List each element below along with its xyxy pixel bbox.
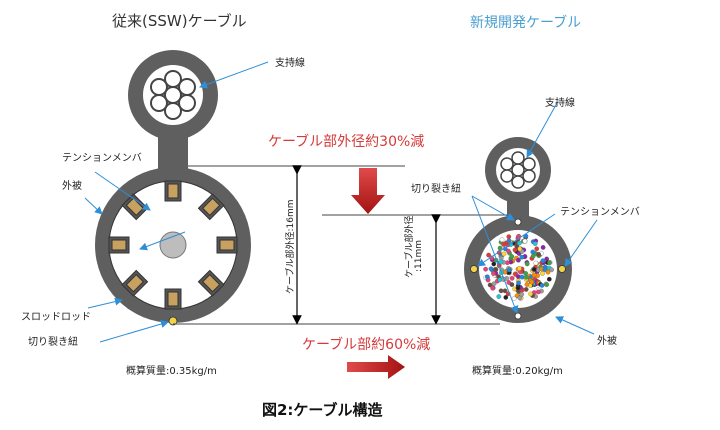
optical-fiber [509,275,515,281]
optical-fiber [487,282,493,288]
optical-fiber [517,266,522,271]
optical-fiber [530,253,536,259]
old-rip-cord [168,316,178,326]
optical-fiber [540,245,546,250]
optical-fiber [549,267,554,273]
optical-fiber [540,271,545,276]
old-mass-label: 概算質量:0.35kg/m [126,366,217,377]
optical-fiber [536,251,541,257]
optical-fiber [491,271,496,276]
optical-fiber [530,249,536,255]
optical-fiber [511,296,517,301]
old-rip-cord-label: 切り裂き紐 [28,337,78,348]
optical-fiber [493,267,498,272]
optical-fiber [506,248,511,254]
optical-fiber [484,274,490,280]
new-rip-cord-bottom [514,312,522,320]
optical-fiber [523,274,529,280]
old-slot-rod-label: スロッドロッド [21,312,91,323]
old-support-wire-label: 支持線 [275,58,305,69]
optical-fiber [516,257,521,263]
new-sheath-label: 外被 [597,336,617,347]
optical-fiber [509,254,515,259]
old-cable [95,50,251,326]
old-sheath-label: 外被 [62,181,82,192]
old-tension-member-label: テンションメンバ [62,153,142,164]
optical-fiber [517,246,523,252]
optical-fiber [512,271,518,277]
new-rip-cord-label: 切り裂き紐 [411,184,461,195]
optical-fiber [529,279,535,285]
optical-fiber [496,294,502,299]
optical-fiber [488,266,494,272]
optical-fiber [536,289,541,295]
optical-fiber [498,259,504,265]
optical-fiber [531,272,537,278]
optical-fiber [531,267,537,272]
optical-fiber [528,291,533,297]
weight-reduction-text: ケーブル部約60%減 [302,337,431,353]
new-tension-member-left [470,265,478,273]
optical-fiber [544,282,550,288]
optical-fiber [542,267,548,272]
optical-fiber [498,288,504,294]
new-support-wire-strands [500,151,536,189]
diameter-reduction-text: ケーブル部外径約30%減 [268,134,425,150]
optical-fiber [532,241,538,247]
red-down-arrow [351,168,385,214]
new-rip-cord-top [514,218,522,226]
optical-fiber [501,242,506,247]
new-mass-label: 概算質量:0.20kg/m [472,366,563,377]
optical-fiber [519,254,525,260]
optical-fiber [509,282,515,287]
optical-fiber [499,237,505,243]
optical-fiber [524,282,530,287]
old-pointer-lines [84,61,269,343]
new-diameter-label-line2: :11mm [414,239,424,272]
new-tension-member-right [558,265,566,273]
optical-fiber [491,261,497,267]
old-tension-member [159,231,187,259]
optical-fiber [539,283,545,288]
optical-fiber [486,252,491,258]
old-cable-title: 従来(SSW)ケーブル [112,12,247,30]
optical-fiber [517,240,522,246]
optical-fiber [506,234,512,240]
optical-fiber [519,274,525,280]
new-cable [464,137,572,323]
new-tension-member-label: テンションメンバ [560,207,640,218]
optical-fiber [547,260,552,265]
optical-fiber [519,291,525,297]
new-support-wire-label: 支持線 [545,98,575,109]
optical-fiber [503,295,509,300]
optical-fiber [490,285,496,291]
optical-fiber [540,258,546,264]
optical-fiber [506,238,512,244]
red-right-arrow [347,355,405,379]
figure-caption: 図2:ケーブル構造 [262,401,383,419]
new-pointer-lines [471,102,598,335]
optical-fiber [483,266,488,272]
optical-fiber [512,247,518,253]
optical-fiber [497,245,503,251]
optical-fiber [501,251,507,257]
old-diameter-label: ケーブル部外径:16mm [286,199,296,294]
optical-fiber [546,276,552,282]
old-slots [108,180,238,310]
optical-fiber [497,277,503,283]
old-neck [158,135,188,173]
optical-fiber [533,260,539,266]
old-support-wire-strands [150,70,196,120]
optical-fiber [515,285,521,291]
optical-fiber [534,246,540,252]
optical-fiber [545,269,551,275]
optical-fiber [506,267,512,273]
optical-fiber [524,261,530,267]
new-fiber-bundle [483,233,554,301]
optical-fiber [516,280,521,286]
new-cable-title: 新規開発ケーブル [470,15,582,31]
optical-fiber [522,238,528,244]
